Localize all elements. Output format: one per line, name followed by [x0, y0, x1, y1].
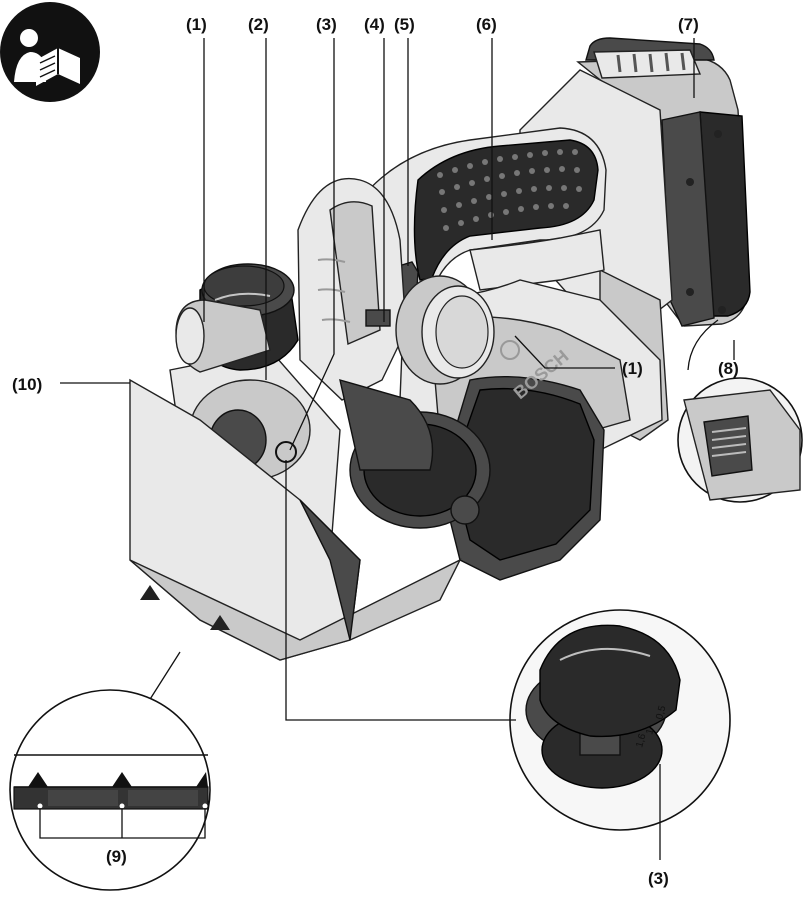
- label-1-top: (1): [186, 15, 207, 34]
- depth-scale-mark-1: 0,5: [654, 704, 668, 721]
- label-7: (7): [678, 15, 699, 34]
- leader-lines: [60, 38, 735, 860]
- detail-depth-scale: 0,5 1 1,6: [509, 609, 731, 831]
- label-9: (9): [106, 847, 127, 866]
- planer-illustration: BOSCH: [129, 37, 751, 661]
- chip-ejector-tube: [339, 275, 495, 529]
- label-5: (5): [394, 15, 415, 34]
- detail-v-grooves: [9, 651, 211, 891]
- label-6: (6): [476, 15, 497, 34]
- label-4: (4): [364, 15, 385, 34]
- label-3-bottom: (3): [648, 869, 669, 888]
- label-2: (2): [248, 15, 269, 34]
- label-3-top: (3): [316, 15, 337, 34]
- handle-grip: [359, 127, 607, 301]
- label-10: (10): [12, 375, 42, 394]
- read-manual-icon: [0, 2, 100, 102]
- callout-labels: (1) (2) (3) (4) (5) (6) (7) (1) (8) (10)…: [12, 15, 739, 888]
- detail-battery-release: [677, 319, 803, 503]
- base-plate: [129, 378, 462, 661]
- depth-scale-mark-3: 1,6: [634, 732, 648, 749]
- battery-pack: [576, 37, 751, 327]
- label-8: (8): [718, 359, 739, 378]
- label-1-right: (1): [622, 359, 643, 378]
- depth-scale-mark-2: 1: [644, 727, 656, 736]
